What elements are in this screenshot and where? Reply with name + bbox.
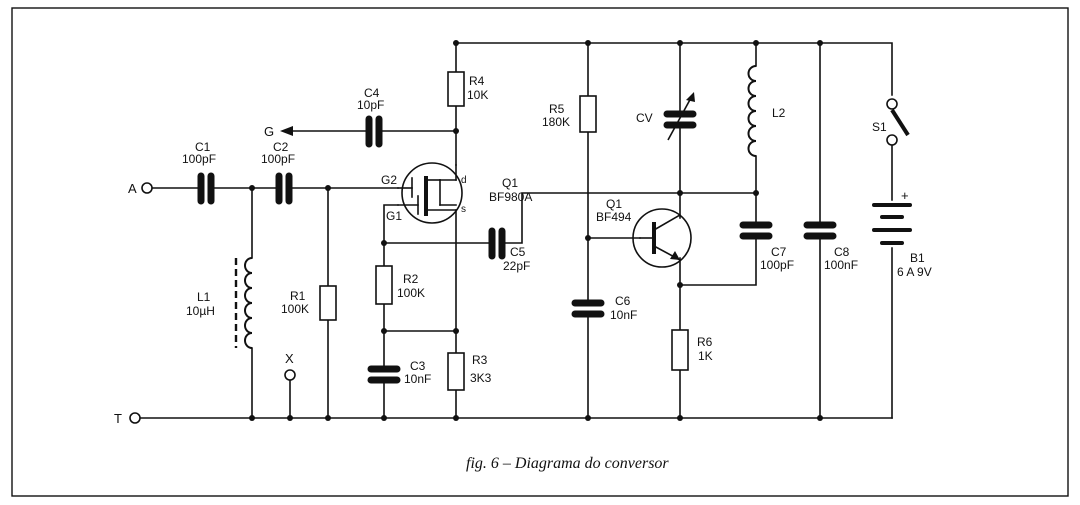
variable-capacitor-cv: CV bbox=[636, 92, 697, 141]
r4-ref: R4 bbox=[469, 74, 485, 88]
capacitor-c5: C5 22pF bbox=[488, 227, 530, 273]
r2-ref: R2 bbox=[403, 272, 419, 286]
s1-ref: S1 bbox=[872, 120, 887, 134]
inductor-l1: L1 10µH bbox=[186, 257, 253, 349]
c5-value: 22pF bbox=[503, 259, 530, 273]
r5-ref: R5 bbox=[549, 102, 565, 116]
terminal-x: X bbox=[284, 351, 296, 381]
capacitor-c6: C6 10nF bbox=[571, 294, 637, 322]
inductor-l2: L2 bbox=[747, 65, 786, 157]
c6-value: 10nF bbox=[610, 308, 637, 322]
c1-ref: C1 bbox=[195, 140, 211, 154]
capacitor-c4: C4 10pF bbox=[357, 86, 384, 148]
c8-value: 100nF bbox=[824, 258, 858, 272]
l1-ref: L1 bbox=[197, 290, 211, 304]
l2-ref: L2 bbox=[772, 106, 786, 120]
r1-ref: R1 bbox=[290, 289, 306, 303]
terminal-t: T bbox=[114, 411, 141, 426]
resistor-r3: R3 3K3 bbox=[447, 352, 492, 391]
capacitor-c2: C2 100pF bbox=[261, 140, 295, 205]
battery-b1: + B1 6 A 9V bbox=[872, 188, 932, 279]
c3-ref: C3 bbox=[410, 359, 426, 373]
b1-ref: B1 bbox=[910, 251, 925, 265]
q1b-ref: Q1 bbox=[606, 197, 622, 211]
figure-frame bbox=[11, 7, 1069, 497]
terminal-a: A bbox=[128, 181, 153, 196]
l1-value: 10µH bbox=[186, 304, 215, 318]
c1-value: 100pF bbox=[182, 152, 216, 166]
resistor-r2: R2 100K bbox=[375, 265, 425, 305]
r1-value: 100K bbox=[281, 302, 309, 316]
c5-ref: C5 bbox=[510, 245, 526, 259]
c2-ref: C2 bbox=[273, 140, 289, 154]
c4-ref: C4 bbox=[364, 86, 380, 100]
resistor-r4: R4 10K bbox=[447, 71, 488, 107]
q1a-value: BF980A bbox=[489, 190, 532, 204]
mosfet-q1-bf980a: G2 G1 d s Q1 BF980A bbox=[381, 162, 532, 224]
b1-value: 6 A 9V bbox=[897, 265, 932, 279]
switch-s1: S1 bbox=[872, 98, 910, 146]
resistor-r5: R5 180K bbox=[542, 95, 597, 133]
r5-value: 180K bbox=[542, 115, 570, 129]
terminal-a-label: A bbox=[128, 181, 137, 196]
c7-value: 100pF bbox=[760, 258, 794, 272]
q1b-value: BF494 bbox=[596, 210, 632, 224]
figure-caption: fig. 6 – Diagrama do conversor bbox=[466, 455, 669, 472]
terminal-x-label: X bbox=[285, 351, 294, 366]
terminal-g: G bbox=[264, 124, 293, 139]
transistor-q1-bf494: Q1 BF494 bbox=[596, 197, 692, 268]
capacitor-c3: C3 10nF bbox=[367, 359, 431, 386]
q1a-g2-label: G2 bbox=[381, 173, 397, 187]
c2-value: 100pF bbox=[261, 152, 295, 166]
r4-value: 10K bbox=[467, 88, 488, 102]
terminal-g-label: G bbox=[264, 124, 274, 139]
c8-ref: C8 bbox=[834, 245, 850, 259]
r2-value: 100K bbox=[397, 286, 425, 300]
resistor-r6: R6 1K bbox=[671, 329, 713, 371]
c7-ref: C7 bbox=[771, 245, 787, 259]
capacitor-c8: C8 100nF bbox=[803, 221, 858, 272]
c4-value: 10pF bbox=[357, 98, 384, 112]
capacitor-c7: C7 100pF bbox=[739, 221, 794, 272]
b1-plus: + bbox=[901, 188, 909, 203]
cv-ref: CV bbox=[636, 111, 653, 125]
q1a-s-label: s bbox=[461, 204, 466, 215]
c6-ref: C6 bbox=[615, 294, 631, 308]
q1a-d-label: d bbox=[461, 175, 467, 186]
resistor-r1: R1 100K bbox=[281, 285, 337, 321]
r6-ref: R6 bbox=[697, 335, 713, 349]
terminal-t-label: T bbox=[114, 411, 122, 426]
wires bbox=[139, 42, 893, 419]
r6-value: 1K bbox=[698, 349, 713, 363]
junction-dots bbox=[249, 40, 823, 421]
q1a-ref: Q1 bbox=[502, 176, 518, 190]
r3-value: 3K3 bbox=[470, 371, 492, 385]
q1a-g1-label: G1 bbox=[386, 209, 402, 223]
capacitor-c1: C1 100pF bbox=[182, 140, 216, 205]
c3-value: 10nF bbox=[404, 372, 431, 386]
r3-ref: R3 bbox=[472, 353, 488, 367]
